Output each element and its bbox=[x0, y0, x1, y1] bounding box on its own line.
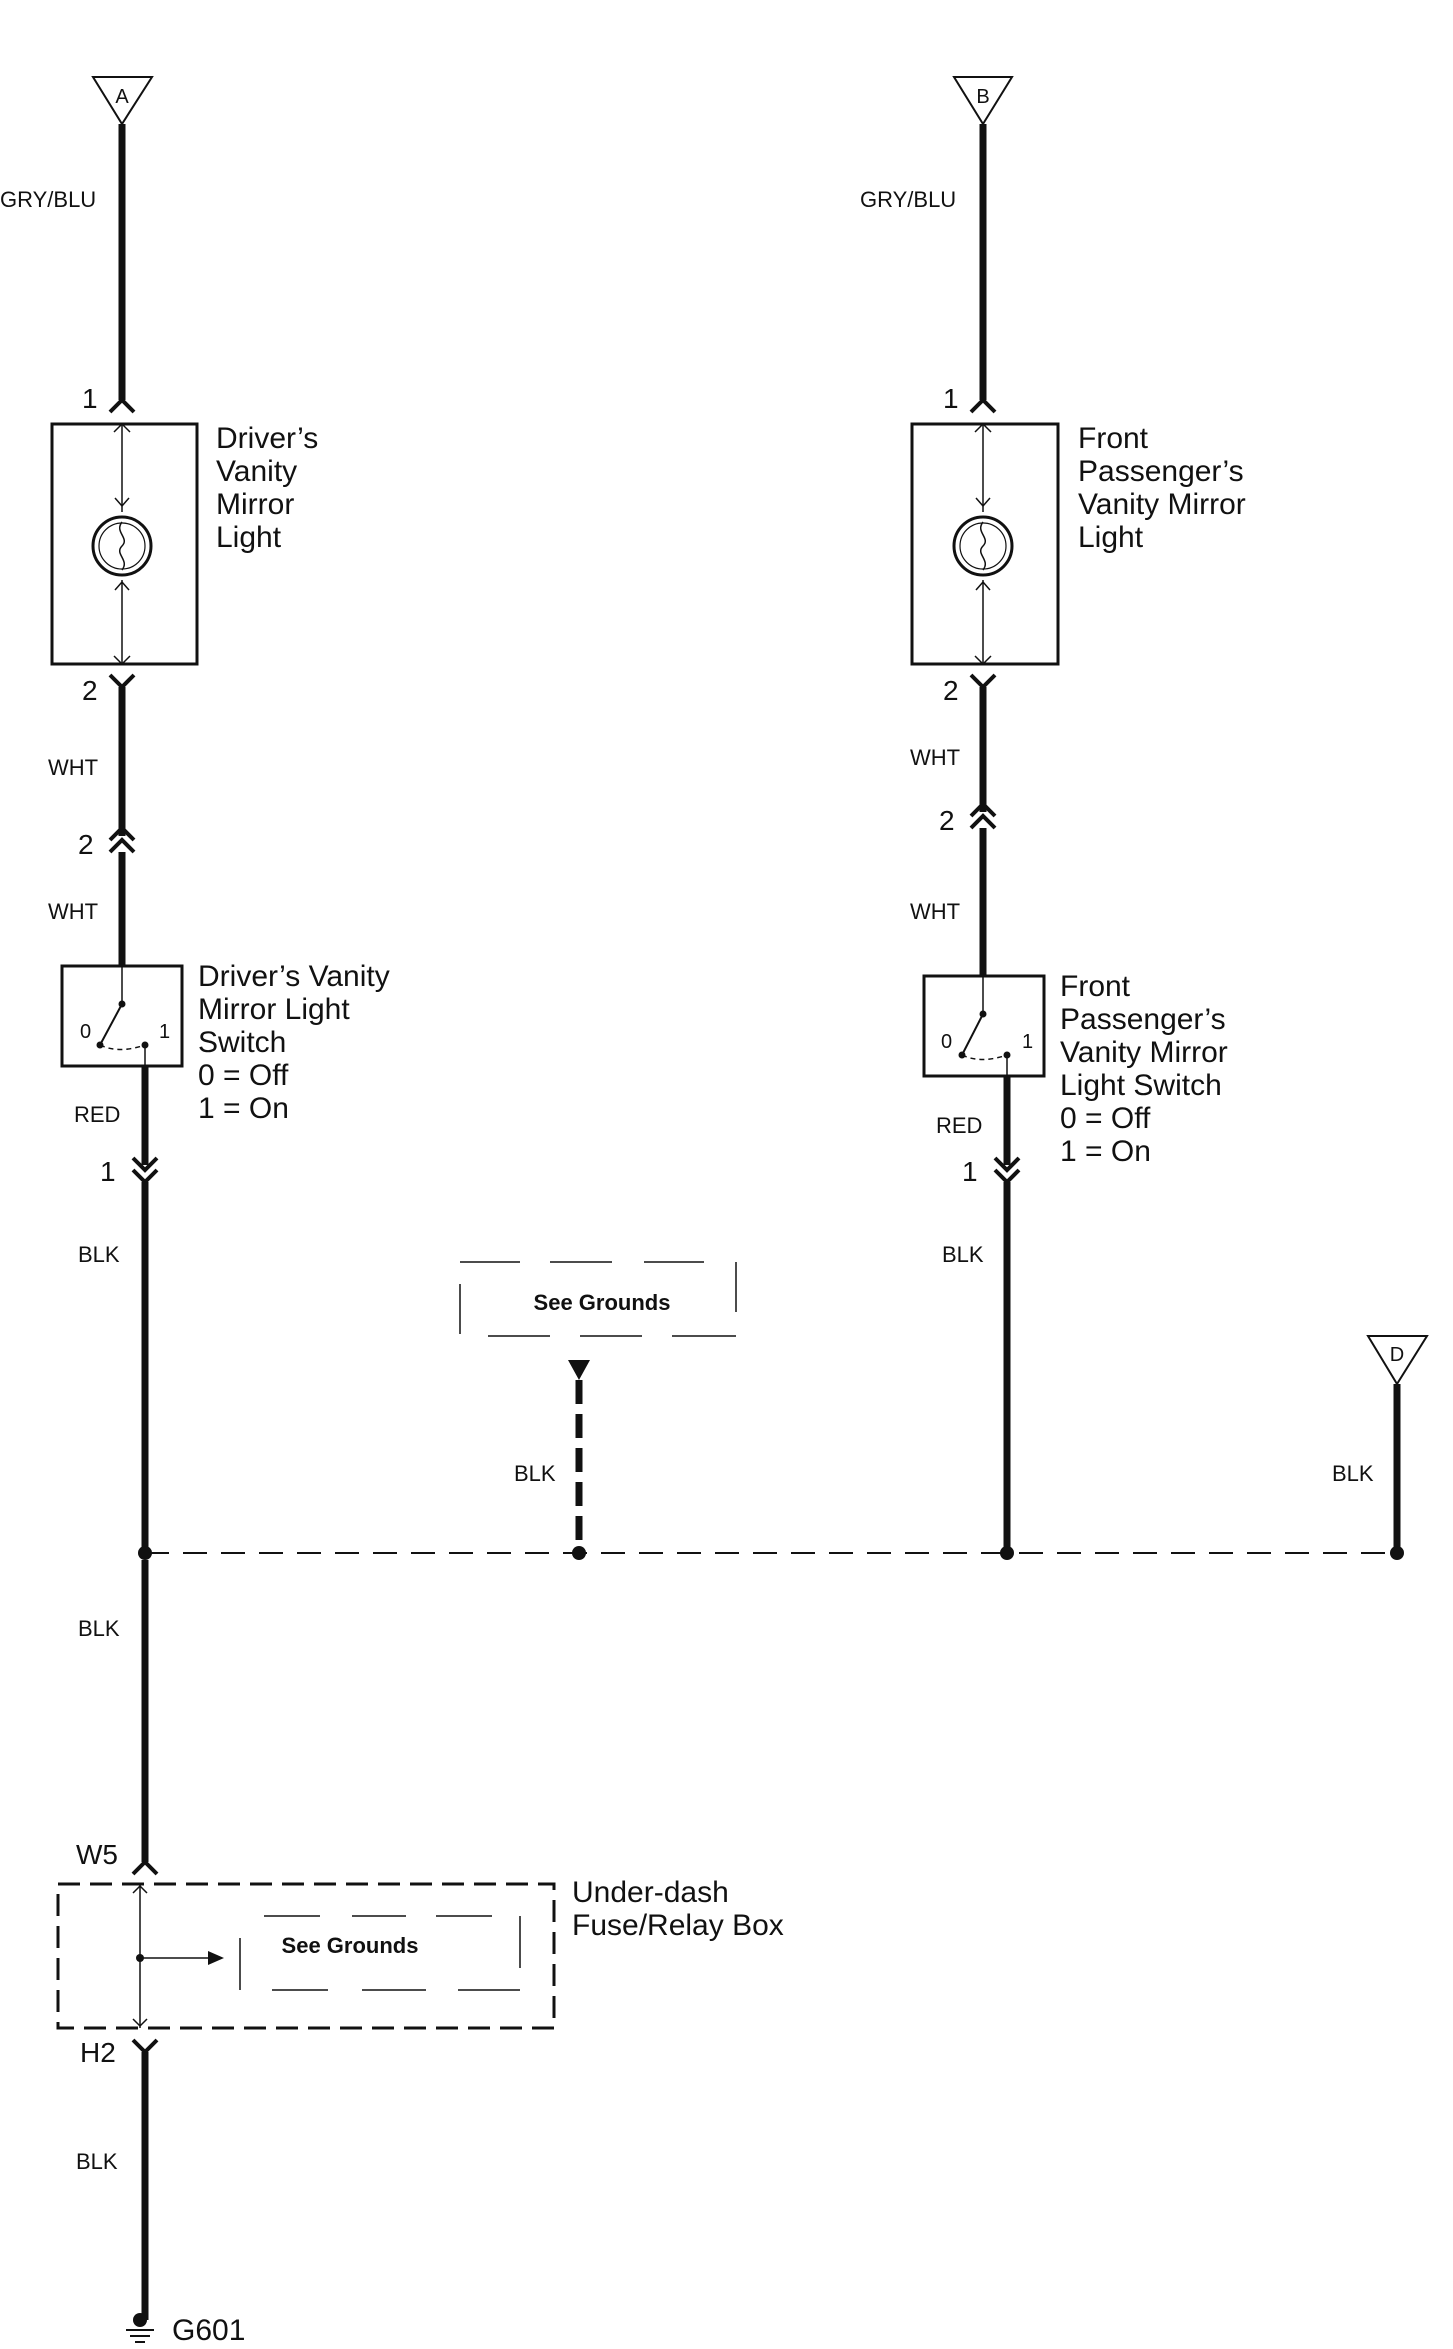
terminal-female bbox=[969, 397, 997, 414]
pin-label: 1 bbox=[962, 1156, 978, 1187]
wire-label-red-right: RED bbox=[936, 1113, 982, 1138]
wire-label-blk-right: BLK bbox=[942, 1242, 984, 1267]
wire-label-red-left: RED bbox=[74, 1102, 120, 1127]
wire-label-wht-right-2: WHT bbox=[910, 899, 960, 924]
wire-label-wht-left-2: WHT bbox=[48, 899, 98, 924]
passenger-switch-label-3: Vanity Mirror bbox=[1060, 1036, 1228, 1069]
wire-label-wht-right-1: WHT bbox=[910, 745, 960, 770]
under-dash-fuse-relay-box: See Grounds bbox=[56, 1882, 556, 2030]
passenger-light-label-2: Passenger’s bbox=[1078, 455, 1244, 488]
connector-b-label: B bbox=[976, 86, 989, 108]
driver-switch-label-3: Switch bbox=[198, 1026, 286, 1059]
connector-d-label: D bbox=[1390, 1344, 1404, 1366]
driver-switch-label-5: 1 = On bbox=[198, 1092, 289, 1125]
wire-label-gry-blu-left: GRY/BLU bbox=[0, 187, 96, 212]
driver-switch-label-4: 0 = Off bbox=[198, 1059, 289, 1092]
wire-label-blk-left-3: BLK bbox=[76, 2149, 118, 2174]
wire-label-blk-center: BLK bbox=[514, 1461, 556, 1486]
splice-point bbox=[1000, 1546, 1014, 1560]
driver-light-label-3: Mirror bbox=[216, 488, 294, 521]
fuse-box-label-1: Under-dash bbox=[572, 1876, 729, 1909]
passenger-switch-label-2: Passenger’s bbox=[1060, 1003, 1226, 1036]
ground-icon bbox=[126, 2313, 154, 2343]
terminal-male bbox=[969, 673, 997, 690]
passenger-light-label-1: Front bbox=[1078, 422, 1149, 455]
pin-label-w5: W5 bbox=[76, 1839, 118, 1870]
passenger-switch-label-5: 0 = Off bbox=[1060, 1102, 1151, 1135]
pin-label: 2 bbox=[939, 805, 955, 836]
pin-label: 2 bbox=[82, 675, 98, 706]
passenger-vanity-mirror-light bbox=[910, 422, 1060, 666]
passenger-vanity-mirror-light-switch: 0 1 bbox=[922, 974, 1046, 1078]
pin-label: 2 bbox=[943, 675, 959, 706]
see-grounds-top-box: See Grounds bbox=[459, 1261, 737, 1337]
pin-label-h2: H2 bbox=[80, 2037, 116, 2068]
pin-label: 1 bbox=[82, 383, 98, 414]
splice-point bbox=[572, 1546, 586, 1560]
connector-a-label: A bbox=[115, 86, 129, 108]
driver-light-label-1: Driver’s bbox=[216, 422, 318, 455]
driver-switch-label-1: Driver’s Vanity bbox=[198, 960, 390, 993]
switch-on-pos: 1 bbox=[1022, 1031, 1033, 1053]
inline-connector bbox=[969, 813, 997, 830]
wire-label-blk-left-1: BLK bbox=[78, 1242, 120, 1267]
driver-vanity-mirror-light bbox=[50, 422, 199, 666]
ground-label-g601: G601 bbox=[172, 2314, 245, 2347]
terminal-female bbox=[108, 397, 136, 414]
terminal-male bbox=[108, 673, 136, 690]
driver-light-label-2: Vanity bbox=[216, 455, 297, 488]
driver-vanity-mirror-light-switch: 0 1 bbox=[60, 964, 184, 1068]
ground-arrow-icon bbox=[208, 1951, 224, 1965]
switch-off-pos: 0 bbox=[941, 1031, 952, 1053]
fuse-box-label-2: Fuse/Relay Box bbox=[572, 1909, 784, 1942]
connector-d: D bbox=[1366, 1335, 1429, 1386]
inline-connector bbox=[108, 837, 136, 854]
pin-label: 1 bbox=[943, 383, 959, 414]
driver-light-label-4: Light bbox=[216, 521, 282, 554]
see-grounds-top-label[interactable]: See Grounds bbox=[534, 1290, 671, 1315]
pin-label: 2 bbox=[78, 829, 94, 860]
pin-label: 1 bbox=[100, 1156, 116, 1187]
bulb-icon bbox=[91, 515, 153, 577]
splice-point bbox=[138, 1546, 152, 1560]
bulb-icon bbox=[952, 515, 1014, 577]
switch-off-pos: 0 bbox=[80, 1021, 91, 1043]
connector-a: A bbox=[91, 76, 154, 126]
driver-switch-label-2: Mirror Light bbox=[198, 993, 350, 1026]
ground-arrow-icon bbox=[568, 1360, 590, 1380]
wire-label-blk-left-2: BLK bbox=[78, 1616, 120, 1641]
wire-label-gry-blu-right: GRY/BLU bbox=[860, 187, 956, 212]
terminal-male bbox=[993, 1156, 1021, 1173]
connector-b: B bbox=[952, 76, 1014, 126]
passenger-switch-label-6: 1 = On bbox=[1060, 1135, 1151, 1168]
splice-point bbox=[1390, 1546, 1404, 1560]
passenger-switch-label-1: Front bbox=[1060, 970, 1131, 1003]
wire-label-wht-left-1: WHT bbox=[48, 755, 98, 780]
terminal-female bbox=[131, 1859, 159, 1876]
switch-on-pos: 1 bbox=[159, 1021, 170, 1043]
passenger-light-label-3: Vanity Mirror bbox=[1078, 488, 1246, 521]
inline-connector bbox=[108, 825, 136, 842]
passenger-switch-label-4: Light Switch bbox=[1060, 1069, 1222, 1102]
see-grounds-box-label[interactable]: See Grounds bbox=[282, 1933, 419, 1958]
passenger-light-label-4: Light bbox=[1078, 521, 1144, 554]
wire-label-blk-d: BLK bbox=[1332, 1461, 1374, 1486]
inline-connector bbox=[969, 801, 997, 818]
terminal-male bbox=[131, 1156, 159, 1173]
terminal-male bbox=[131, 2038, 159, 2055]
